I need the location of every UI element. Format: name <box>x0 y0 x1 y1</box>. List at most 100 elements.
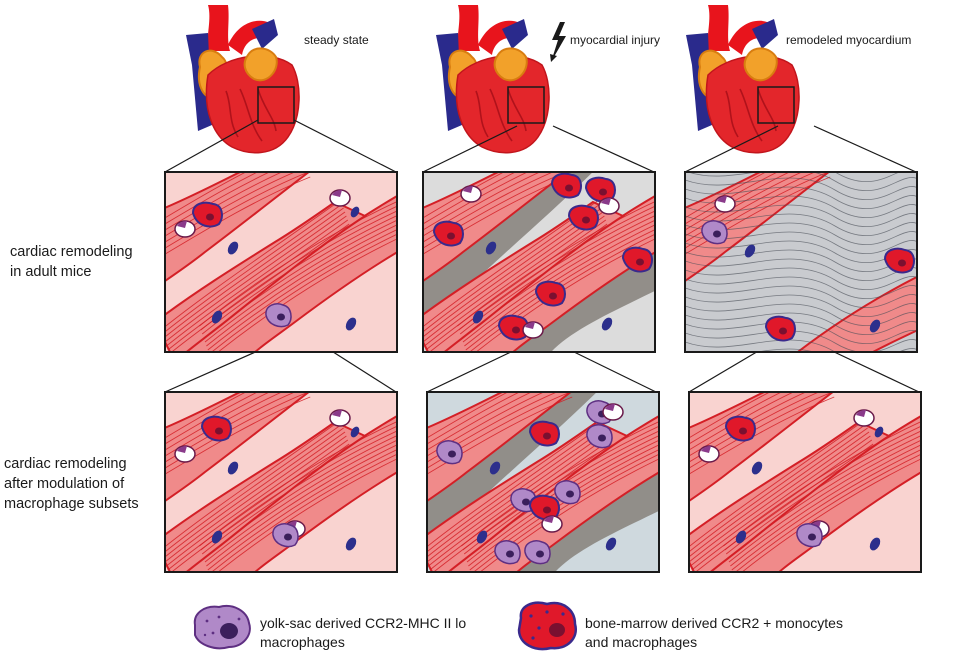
collagen-fiber <box>685 330 917 352</box>
macrophage-nucleus <box>636 258 644 266</box>
aorta <box>207 5 230 51</box>
macrophage-nucleus <box>808 533 816 541</box>
heart-illustration-steady <box>186 5 300 154</box>
lightning-icon <box>550 22 566 62</box>
heart-illustration-remodeled <box>686 5 800 154</box>
macrophage-nucleus <box>598 434 606 442</box>
nucleus <box>350 206 360 218</box>
macrophage-nucleus <box>543 506 551 514</box>
muscle-fiber <box>423 172 569 283</box>
nucleus <box>735 530 747 544</box>
macrophage-cap <box>177 445 187 453</box>
macrophage-nucleus <box>543 432 551 440</box>
row-label-adult: cardiac remodeling in adult mice <box>10 244 137 280</box>
nucleus <box>476 530 488 544</box>
zoom-box <box>757 86 795 124</box>
panel-border <box>684 171 918 353</box>
nucleus <box>605 537 617 551</box>
nucleus <box>744 244 756 258</box>
collagen-fiber <box>685 312 917 336</box>
legend: yolk-sac derived CCR2-MHC II lo macropha… <box>193 601 847 651</box>
nucleus <box>751 461 763 475</box>
heart-illustration-injury <box>436 5 550 154</box>
macrophage-nucleus <box>779 327 787 335</box>
macrophage-cap <box>544 515 554 523</box>
tissue-panel-modulated-injury <box>426 391 660 573</box>
collagen-fiber <box>685 177 917 201</box>
collagen-fiber <box>685 186 917 210</box>
macrophage-cap <box>601 197 611 205</box>
panel-border <box>426 391 660 573</box>
panel-border <box>164 171 398 353</box>
muscle-fiber <box>689 392 835 503</box>
collagen-fiber <box>685 285 917 309</box>
legend-label-yolk-sac: yolk-sac derived CCR2-MHC II lo macropha… <box>260 615 470 650</box>
macrophage-cap <box>701 445 711 453</box>
aorta <box>707 5 730 51</box>
nucleus <box>489 461 501 475</box>
muscle-fiber <box>165 172 311 283</box>
nucleus <box>345 317 357 331</box>
nucleus <box>211 530 223 544</box>
nucleus <box>345 537 357 551</box>
macrophage-nucleus <box>447 232 455 240</box>
macrophage-nucleus <box>522 498 530 506</box>
muscle-fiber <box>165 392 311 503</box>
nucleus <box>350 426 360 438</box>
macrophage-nucleus <box>277 313 285 321</box>
yolk-sac-macrophage-icon <box>193 605 251 650</box>
macrophage-nucleus <box>215 427 223 435</box>
pulmonary-artery <box>752 19 778 49</box>
collagen-fiber <box>685 276 917 300</box>
tissue-panel-adult-steady <box>164 171 398 353</box>
coronary-vessels <box>475 88 527 142</box>
nucleus <box>874 426 884 438</box>
nucleus <box>485 241 497 255</box>
pulmonary-artery <box>502 19 528 49</box>
macrophage-cap <box>463 185 473 193</box>
left-atrium <box>493 47 528 82</box>
macrophage-cap <box>856 409 866 417</box>
macrophage-cap <box>605 403 615 411</box>
macrophage-nucleus <box>536 550 544 558</box>
left-atrium <box>743 47 778 82</box>
tissue-panel-modulated-remodeled <box>688 391 922 573</box>
macrophage-nucleus <box>582 216 590 224</box>
panel-border <box>688 391 922 573</box>
collagen-fiber <box>685 231 917 255</box>
column-label-remodeled: remodeled myocardium <box>786 33 911 47</box>
nucleus <box>227 241 239 255</box>
macrophage-nucleus <box>284 533 292 541</box>
column-label-injury: myocardial injury <box>570 33 660 47</box>
macrophage-nucleus <box>549 292 557 300</box>
bone-marrow-macrophage-icon <box>517 601 578 651</box>
pulmonary-artery <box>252 19 278 49</box>
macrophage-nucleus <box>565 184 573 192</box>
panel-border <box>164 391 398 573</box>
nucleus <box>211 310 223 324</box>
macrophage-nucleus <box>512 326 520 334</box>
tissue-panel-modulated-steady <box>164 391 398 573</box>
column-label-steady: steady state <box>304 33 369 47</box>
collagen-fiber <box>685 267 917 291</box>
nucleus <box>601 317 613 331</box>
collagen-fiber <box>685 303 917 327</box>
collagen-fiber <box>685 294 917 318</box>
macrophage-cap <box>332 189 342 197</box>
zoom-box <box>507 86 545 124</box>
legend-label-bone-marrow: bone-marrow derived CCR2 + monocytes and… <box>585 615 847 650</box>
aorta <box>457 5 480 51</box>
macrophage-nucleus <box>739 427 747 435</box>
macrophage-nucleus <box>599 188 607 196</box>
nucleus <box>869 537 881 551</box>
muscle-fiber <box>427 392 573 503</box>
macrophage-cap <box>177 220 187 228</box>
macrophage-nucleus <box>506 550 514 558</box>
collagen-fiber <box>685 222 917 246</box>
macrophage-nucleus <box>713 230 721 238</box>
tissue-panel-adult-injury <box>422 171 656 353</box>
zoom-box <box>257 86 295 124</box>
left-atrium <box>243 47 278 82</box>
panel-border <box>422 171 656 353</box>
